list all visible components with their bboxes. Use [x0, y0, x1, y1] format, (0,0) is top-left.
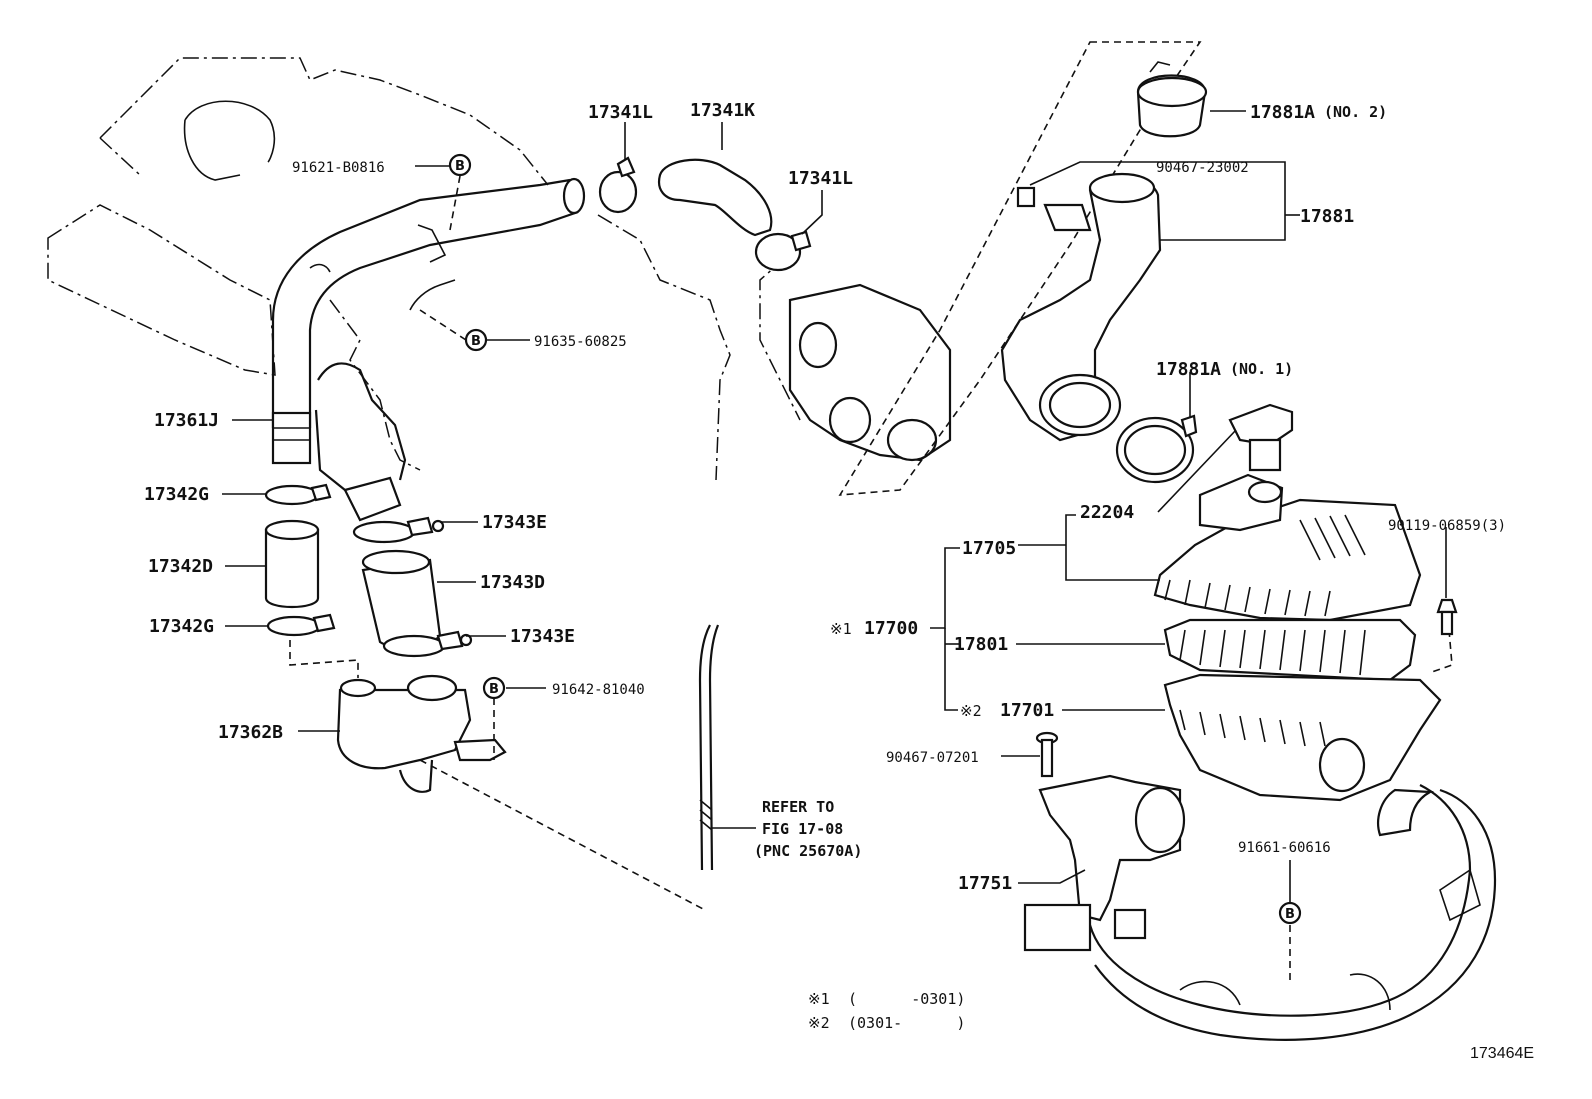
- bolt-marker-91642: B: [482, 676, 506, 700]
- clamp-17343E-bottom: [382, 630, 473, 658]
- label-17751: 17751: [958, 873, 1012, 894]
- clamp-17881A-no1: [1115, 414, 1198, 484]
- footnote-2-mark: ※2: [808, 1014, 830, 1032]
- svg-text:B: B: [471, 334, 481, 349]
- clip-90467-07201: [1035, 731, 1059, 778]
- clamp-17343E-top: [352, 516, 445, 544]
- label-17701: 17701: [1000, 700, 1054, 721]
- label-17343D: 17343D: [480, 572, 545, 593]
- inlet-duct: [1088, 784, 1497, 1041]
- air-cleaner-cap-17705: [1153, 473, 1422, 622]
- label-17701-mark: ※2: [960, 702, 982, 720]
- label-17342G-top: 17342G: [144, 484, 209, 505]
- air-cleaner-case-17701: [1163, 617, 1453, 802]
- clamp-17342G-top: [264, 483, 332, 506]
- clamp-17341L-b: [754, 230, 812, 272]
- bolt-marker-91621: B: [448, 153, 472, 177]
- label-17342G-bottom: 17342G: [149, 616, 214, 637]
- footnote-2-text: (0301- ): [848, 1014, 965, 1032]
- figure-id: 173464E: [1470, 1045, 1534, 1062]
- label-17343E-bottom: 17343E: [510, 626, 575, 647]
- leader-lines: [222, 110, 1447, 985]
- bolt-marker-91635: B: [464, 328, 488, 352]
- label-17705: 17705: [962, 538, 1016, 559]
- label-17881A-no2-suffix: (NO. 2): [1324, 103, 1387, 121]
- label-17362B: 17362B: [218, 722, 283, 743]
- svg-text:B: B: [1285, 907, 1295, 922]
- label-17801: 17801: [954, 634, 1008, 655]
- throttle-body: [788, 283, 952, 462]
- svg-text:B: B: [455, 159, 465, 174]
- clamp-17342G-bottom: [266, 613, 336, 637]
- refer-line-3: (PNC 25670A): [754, 842, 862, 860]
- label-90467-07201: 90467-07201: [886, 750, 979, 766]
- label-17700-mark: ※1: [830, 620, 852, 638]
- label-91621-B0816: 91621-B0816: [292, 160, 385, 176]
- refer-line-2: FIG 17-08: [762, 820, 843, 838]
- pipe-17362B: [289, 640, 507, 793]
- label-90467-23002: 90467-23002: [1156, 160, 1249, 176]
- hose-17341K: [657, 158, 773, 237]
- label-17341L-b: 17341L: [788, 168, 853, 189]
- label-17341L-a: 17341L: [588, 102, 653, 123]
- hose-17361J: [271, 177, 586, 465]
- label-17700: 17700: [864, 618, 918, 639]
- label-17881A-no1: 17881A: [1156, 359, 1221, 380]
- hose-17343D: [361, 549, 442, 649]
- air-element-17801: [1163, 618, 1417, 682]
- refer-line-1: REFER TO: [762, 798, 834, 816]
- clamp-17341L-a: [598, 156, 638, 214]
- dipstick-guide: [419, 624, 720, 911]
- label-17361J: 17361J: [154, 410, 219, 431]
- inlet-17751: [1023, 774, 1186, 952]
- label-17343E-top: 17343E: [482, 512, 547, 533]
- throttle-zone-outline: [838, 41, 1202, 496]
- clamp-17881A-no2: [1136, 61, 1208, 138]
- label-17881: 17881: [1300, 206, 1354, 227]
- label-17341K: 17341K: [690, 100, 755, 121]
- label-17881A-no1-suffix: (NO. 1): [1230, 360, 1293, 378]
- hose-17342D: [264, 519, 320, 608]
- bolt-marker-91661: B: [1278, 901, 1302, 925]
- footnote-1-mark: ※1: [808, 990, 830, 1008]
- svg-text:B: B: [489, 682, 499, 697]
- label-91635-60825: 91635-60825: [534, 334, 627, 350]
- sensor-22204: [1228, 403, 1294, 472]
- throttle-body-area: [314, 362, 407, 522]
- label-22204: 22204: [1080, 502, 1134, 523]
- bolt-90119: [1436, 598, 1458, 636]
- footnote-1-text: ( -0301): [848, 990, 965, 1008]
- label-91661-60616: 91661-60616: [1238, 840, 1331, 856]
- hose-17881: [1000, 172, 1162, 442]
- label-17342D: 17342D: [148, 556, 213, 577]
- vent-pipe-90467-23002: [1016, 186, 1092, 232]
- label-17881A-no2: 17881A: [1250, 102, 1315, 123]
- label-90119-06859: 90119-06859(3): [1388, 518, 1506, 534]
- label-91642-81040: 91642-81040: [552, 682, 645, 698]
